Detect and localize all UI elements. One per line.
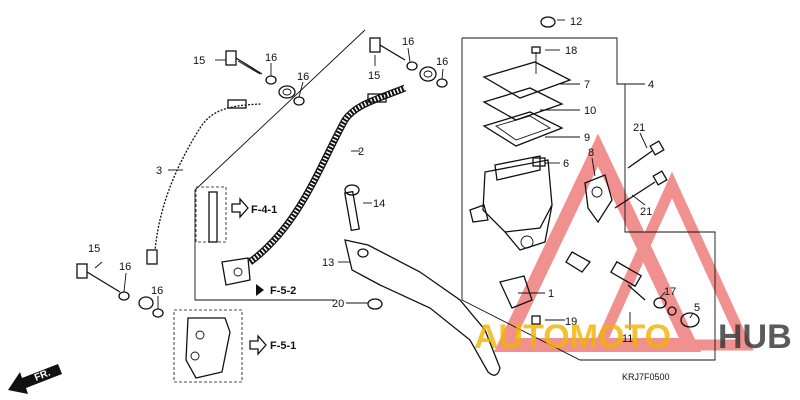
callout-13: 13 [322, 257, 334, 269]
nut-20 [367, 298, 383, 310]
callout-19: 19 [565, 316, 577, 328]
callout-1: 1 [548, 288, 554, 300]
master-cylinder [469, 155, 553, 251]
callout-6: 6 [563, 158, 569, 170]
ref-label-f41: F-4-1 [251, 204, 277, 216]
callout-17: 17 [664, 286, 676, 298]
callout-5: 5 [694, 302, 700, 314]
callout-16-c: 16 [402, 36, 414, 48]
bracket-8 [584, 174, 613, 224]
bolt-15-lower [76, 263, 121, 293]
callout-18: 18 [565, 45, 577, 57]
diaphragm-plate-10 [482, 87, 564, 121]
ref-label-f52: F-5-2 [270, 285, 296, 297]
caliper-ref-box [173, 309, 243, 383]
callout-16-e: 16 [119, 261, 131, 273]
callout-16-f: 16 [151, 285, 163, 297]
callout-14: 14 [373, 198, 385, 210]
ref-label-f51: F-5-1 [270, 340, 296, 352]
callout-15-a: 15 [193, 55, 205, 67]
callout-11: 11 [622, 333, 633, 345]
callout-16-d: 16 [436, 56, 448, 68]
callout-8: 8 [588, 147, 594, 159]
hose-joint [208, 191, 251, 286]
bolt-15-upper-left [225, 50, 263, 75]
screw-12 [540, 16, 556, 28]
float-6 [532, 157, 546, 167]
piston-set-11 [565, 251, 700, 328]
callout-21-b: 21 [640, 206, 652, 218]
ref-arrow-f41-icon [231, 197, 249, 219]
brake-caliper [185, 317, 231, 379]
watermark-part-b: HUB [718, 318, 792, 356]
reservoir-cap-7 [482, 52, 572, 99]
brake-hose-2 [247, 84, 407, 265]
watermark-text: AUTOMOTO HUB [474, 318, 792, 356]
screw-14 [344, 184, 360, 196]
hose-section-frame [194, 29, 366, 301]
bolt-21 [614, 140, 668, 209]
callout-4: 4 [648, 79, 654, 91]
callout-3: 3 [156, 165, 162, 177]
callout-7: 7 [584, 79, 590, 91]
front-direction-arrow-icon [8, 364, 62, 394]
callout-20: 20 [332, 298, 344, 310]
callout-21-a: 21 [633, 122, 645, 134]
leader-lines [94, 19, 694, 330]
bolt-18 [531, 46, 541, 54]
callout-16-a: 16 [265, 52, 277, 64]
callout-10: 10 [584, 105, 596, 117]
switch-1 [499, 275, 541, 325]
callout-16-b: 16 [297, 71, 309, 83]
master-cylinder-frame [461, 37, 716, 361]
brake-lever [344, 190, 501, 376]
diaphragm-9 [482, 111, 564, 147]
ref-arrow-f51-icon [249, 334, 267, 356]
joint-ref-box [195, 186, 227, 243]
callout-9: 9 [584, 132, 590, 144]
callout-2: 2 [358, 146, 364, 158]
callout-12: 12 [570, 16, 582, 28]
callout-15-b: 15 [368, 70, 380, 82]
watermark-logo-triangles [493, 133, 754, 352]
ref-arrow-f52-icon [256, 284, 264, 296]
bolt-15-upper-mid [369, 37, 406, 61]
callout-labels: 1 2 3 4 5 6 7 8 9 10 11 12 13 14 15 15 1… [88, 16, 700, 345]
watermark-part-a: AUTOMOTO [474, 318, 671, 356]
diagram-code: KRJ7F0500 [622, 372, 670, 382]
brake-hose-3 [146, 99, 263, 265]
callout-15-c: 15 [88, 243, 100, 255]
